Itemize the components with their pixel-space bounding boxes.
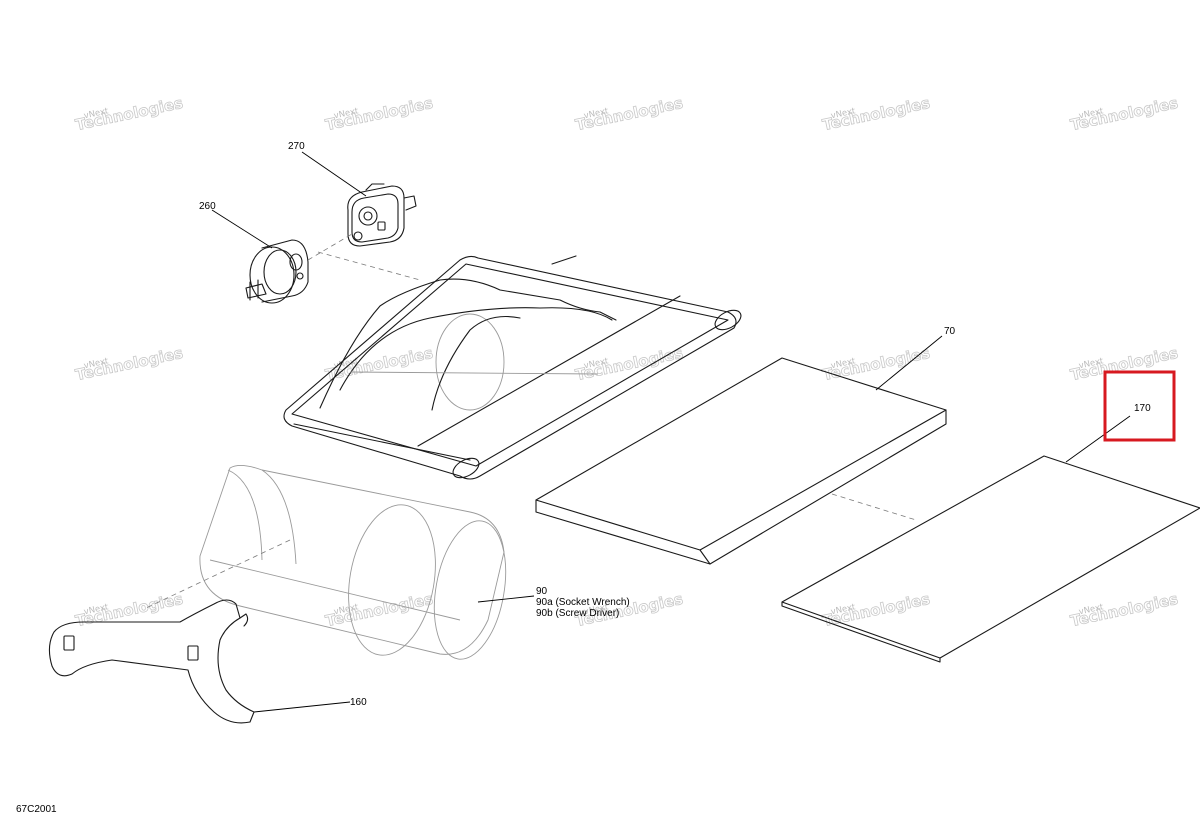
callout-160: 160 <box>350 697 367 708</box>
callout-270: 270 <box>288 141 305 152</box>
watermark: Technologies vNext <box>820 589 932 630</box>
watermark: Technologies vNext <box>73 93 185 134</box>
watermark: Technologies vNext <box>73 589 185 630</box>
watermark: Technologies vNext <box>323 93 435 134</box>
watermark: Technologies vNext <box>73 343 185 384</box>
watermark: Technologies vNext <box>573 93 685 134</box>
callout-90: 90 <box>536 586 548 597</box>
watermark: Technologies vNext <box>323 589 435 630</box>
part-170-sheet <box>781 455 1200 663</box>
watermark: Technologies vNext <box>323 343 435 384</box>
assembly-line-270-box <box>317 251 421 281</box>
watermark: Technologies vNext <box>820 343 932 384</box>
callout-260: 260 <box>199 201 216 212</box>
part-90-tool-bag <box>145 465 507 660</box>
part-70-pad <box>535 357 947 565</box>
callout-170-highlight <box>1103 370 1176 442</box>
part-260-key-holder <box>245 239 309 304</box>
watermark: Technologies vNext <box>1068 589 1180 630</box>
assembly-line-260-270 <box>307 233 353 261</box>
storage-tray <box>283 255 742 480</box>
leader-lines <box>211 151 1131 713</box>
callout-90b: 90b (Screw Driver) <box>536 608 619 619</box>
watermark: Technologies vNext <box>1068 93 1180 134</box>
watermark: Technologies vNext <box>1068 343 1180 384</box>
watermark: Technologies vNext <box>820 93 932 134</box>
assembly-line-70-170 <box>831 493 917 521</box>
callout-170: 170 <box>1134 403 1151 414</box>
watermarks: Technologies vNext Technologies vNext Te… <box>73 93 1180 630</box>
callout-90a: 90a (Socket Wrench) <box>536 597 630 608</box>
callout-70: 70 <box>944 326 956 337</box>
part-160-spanner-wrench <box>48 599 255 724</box>
part-270-key-switch <box>347 183 417 247</box>
callout-labels: 270 260 70 170 90 90a (Socket Wrench) 90… <box>199 141 1151 708</box>
diagram-code: 67C2001 <box>16 804 57 815</box>
